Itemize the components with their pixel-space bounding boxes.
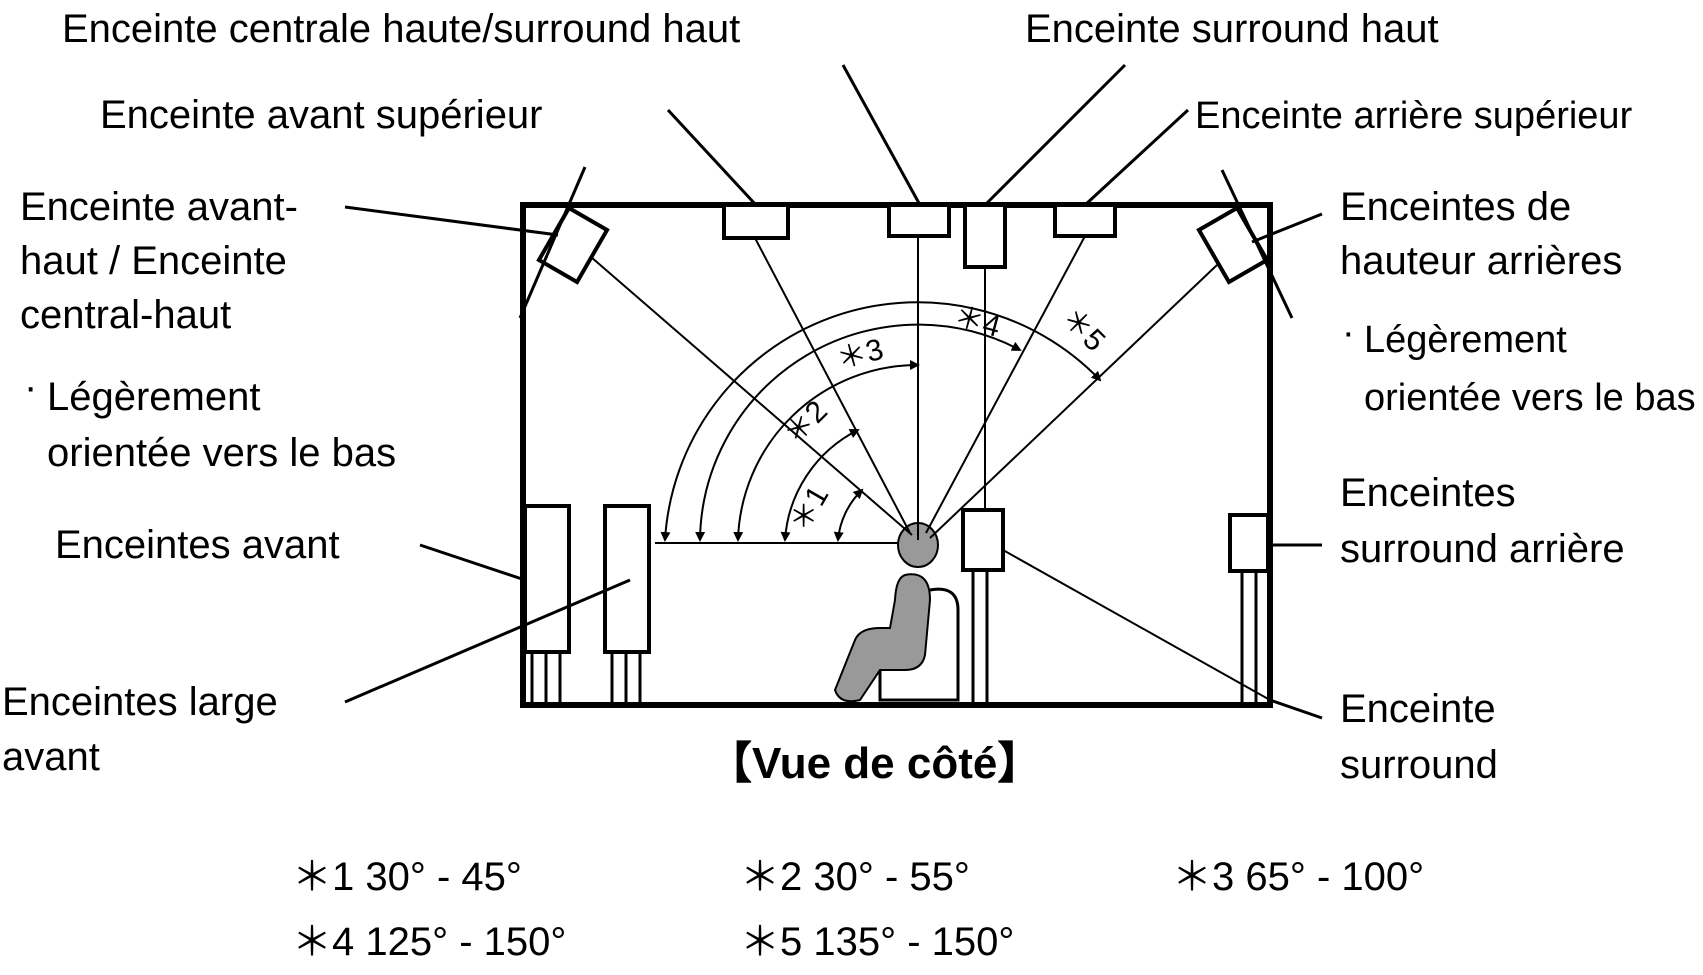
label-front-height-3: central-haut	[20, 293, 231, 337]
callout-lines	[344, 63, 1323, 720]
front-wide-speaker	[523, 504, 571, 705]
label-front-height-note-1: Légèrement	[47, 375, 260, 419]
surround-top-speaker	[963, 203, 1007, 269]
listening-lines	[590, 235, 1271, 701]
rear-surround-speaker	[1228, 513, 1270, 705]
label-front: Enceintes avant	[55, 523, 340, 567]
arc-5	[660, 301, 1102, 542]
label-rear-surround-2: surround arrière	[1340, 527, 1625, 571]
front-upper-speaker	[722, 203, 790, 240]
angle-arcs	[660, 301, 1102, 542]
label-rear-height-1: Enceintes de	[1340, 185, 1571, 229]
footnote-5: ＊5 135° - 150°	[740, 920, 1014, 964]
angle-mark-1: ＊1	[783, 481, 835, 538]
label-front-height-1: Enceinte avant-	[20, 185, 298, 229]
front-speaker	[603, 504, 651, 705]
angle-mark-4: ＊4	[950, 300, 1004, 344]
label-surround-top: Enceinte surround haut	[1025, 7, 1439, 51]
label-rear-upper: Enceinte arrière supérieur	[1195, 95, 1633, 137]
label-front-height-2: haut / Enceinte	[20, 239, 287, 283]
label-rear-height-note-1: Légèrement	[1364, 319, 1567, 361]
label-rear-height-note-2: orientée vers le bas	[1364, 377, 1696, 419]
label-front-height-note-2: orientée vers le bas	[47, 431, 396, 475]
label-rear-surround-1: Enceintes	[1340, 471, 1516, 515]
diagram-title: 【Vue de côté】	[708, 739, 1041, 788]
listener-seat	[878, 587, 960, 702]
surround-speaker	[961, 508, 1005, 705]
listener	[833, 522, 939, 703]
front-height-speaker	[536, 205, 610, 285]
bullet-front: ·	[24, 365, 37, 409]
label-front-wide-1: Enceintes large	[2, 680, 278, 724]
label-front-wide-2: avant	[2, 735, 100, 779]
top-center-speaker	[887, 203, 951, 238]
footnote-3: ＊3 65° - 100°	[1172, 855, 1424, 899]
footnote-1: ＊1 30° - 45°	[292, 855, 522, 899]
footnote-2: ＊2 30° - 55°	[740, 855, 970, 899]
label-front-upper: Enceinte avant supérieur	[100, 93, 543, 137]
label-surround-2: surround	[1340, 743, 1498, 787]
label-rear-height-2: hauteur arrières	[1340, 239, 1622, 283]
angle-mark-2: ＊2	[778, 395, 834, 451]
footnote-4: ＊4 125° - 150°	[292, 920, 566, 964]
bullet-rear: ·	[1342, 312, 1355, 354]
rear-upper-speaker	[1053, 203, 1117, 238]
label-surround-1: Enceinte	[1340, 687, 1496, 731]
arc-3	[733, 360, 920, 542]
label-top-center-surround: Enceinte centrale haute/surround haut	[62, 7, 740, 51]
arc-1	[833, 488, 864, 542]
